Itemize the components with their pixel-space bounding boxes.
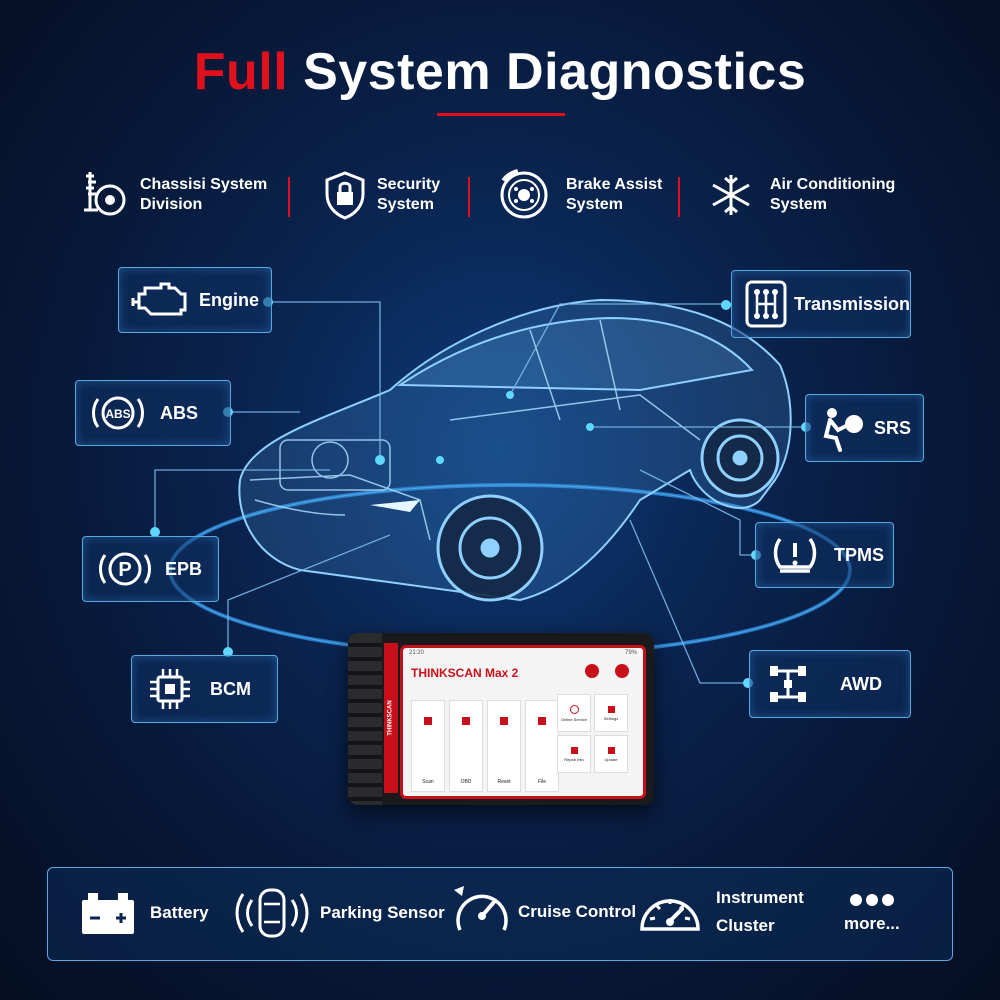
module-label: EPB bbox=[165, 558, 203, 579]
parking-brake-icon: P bbox=[99, 552, 151, 586]
module-label: Engine bbox=[199, 289, 260, 310]
gear-shift-icon bbox=[745, 280, 787, 328]
app-tile-scan[interactable]: Scan bbox=[411, 700, 445, 792]
suspension-icon bbox=[84, 172, 126, 216]
feature-instrument-cluster: Instrument Cluster bbox=[636, 884, 816, 940]
feature-parking-sensor: Parking Sensor bbox=[232, 884, 445, 942]
system-label: Security System bbox=[377, 176, 441, 213]
feature-label: Cruise Control bbox=[518, 902, 637, 921]
front-wheel bbox=[436, 494, 544, 602]
shield-lock-icon bbox=[325, 171, 365, 220]
engine-icon bbox=[131, 282, 187, 316]
drivetrain-icon bbox=[770, 666, 806, 702]
app-tile-reset[interactable]: Reset bbox=[487, 700, 521, 792]
divider bbox=[288, 177, 290, 217]
module-abs[interactable]: ABS ABS bbox=[75, 380, 231, 446]
rear-wheel bbox=[700, 418, 780, 498]
app-tile-settings[interactable]: Settings bbox=[594, 694, 628, 732]
system-label: Brake Assist System bbox=[566, 176, 663, 213]
car-body bbox=[238, 298, 792, 602]
divider bbox=[468, 177, 470, 217]
tire-pressure-icon bbox=[773, 537, 817, 573]
module-transmission[interactable]: Transmission bbox=[731, 270, 911, 338]
feature-label: Instrument Cluster bbox=[716, 888, 804, 935]
app-tile-repair-info[interactable]: Repair Info bbox=[557, 735, 591, 773]
module-engine[interactable]: Engine bbox=[118, 267, 272, 333]
module-label: BCM bbox=[210, 678, 251, 699]
headlight bbox=[370, 500, 420, 512]
feature-more[interactable]: more... bbox=[844, 892, 900, 934]
app-tile-online-service[interactable]: Online Service bbox=[557, 694, 591, 732]
cruise-control-icon bbox=[454, 886, 508, 931]
snowflake-icon bbox=[712, 175, 750, 215]
module-awd[interactable]: AWD bbox=[749, 650, 911, 718]
feature-label: Parking Sensor bbox=[320, 903, 445, 922]
brake-disc-icon bbox=[500, 169, 548, 219]
divider bbox=[678, 177, 680, 217]
system-ac: Air Conditioning System bbox=[708, 165, 920, 225]
car-details bbox=[249, 319, 701, 541]
app-tile-update[interactable]: Update bbox=[594, 735, 628, 773]
connector-lines bbox=[154, 301, 806, 684]
more-icon bbox=[849, 894, 894, 906]
module-srs[interactable]: SRS bbox=[805, 394, 924, 462]
feature-battery: Battery bbox=[78, 888, 209, 938]
svg-text:ABS: ABS bbox=[105, 407, 130, 421]
title-underline bbox=[437, 113, 565, 116]
app-tile-file[interactable]: File bbox=[525, 700, 559, 792]
module-label: ABS bbox=[160, 402, 199, 423]
status-bar: 21:20 79% bbox=[409, 650, 637, 656]
system-label: Air Conditioning System bbox=[770, 176, 896, 213]
abs-icon: ABS bbox=[92, 396, 144, 430]
bottom-feature-bar: Battery Parking Sensor Cruise Control bbox=[47, 867, 953, 961]
system-label: Chassisi System Division bbox=[140, 176, 268, 213]
module-label: Transmission bbox=[794, 293, 911, 314]
airbag-icon bbox=[823, 408, 863, 452]
device-grip bbox=[348, 633, 382, 805]
screen-shortcut-2[interactable] bbox=[615, 664, 629, 678]
module-label: TPMS bbox=[834, 544, 885, 565]
module-tpms[interactable]: TPMS bbox=[755, 522, 894, 588]
device-screen: 21:20 79% THINKSCAN Max 2 Scan OBD Reset… bbox=[400, 645, 646, 799]
system-brake: Brake Assist System bbox=[498, 165, 706, 225]
feature-label: more... bbox=[844, 914, 900, 933]
svg-text:P: P bbox=[118, 559, 131, 581]
app-tile-obd[interactable]: OBD bbox=[449, 700, 483, 792]
feature-cruise-control: Cruise Control bbox=[450, 882, 636, 942]
page-title: Full System Diagnostics bbox=[193, 43, 807, 101]
module-label: SRS bbox=[874, 417, 912, 438]
module-bcm[interactable]: BCM bbox=[131, 655, 278, 723]
system-chassis: Chassisi System Division bbox=[80, 165, 280, 225]
instrument-cluster-icon bbox=[640, 899, 700, 931]
battery-icon bbox=[82, 893, 134, 934]
chip-icon bbox=[150, 669, 190, 709]
parking-sensor-icon bbox=[235, 888, 309, 938]
top-systems-row: Chassisi System Division Security System… bbox=[70, 165, 950, 225]
feature-label: Battery bbox=[150, 903, 209, 922]
brand-strip: THINKSCAN bbox=[384, 643, 398, 793]
screen-shortcut-1[interactable] bbox=[585, 664, 599, 678]
module-epb[interactable]: P EPB bbox=[82, 536, 219, 602]
system-security: Security System bbox=[323, 165, 457, 225]
scan-tool-device: THINKSCAN 21:20 79% THINKSCAN Max 2 Scan… bbox=[348, 633, 654, 805]
screen-title: THINKSCAN Max 2 bbox=[411, 666, 519, 680]
module-label: AWD bbox=[840, 673, 882, 694]
